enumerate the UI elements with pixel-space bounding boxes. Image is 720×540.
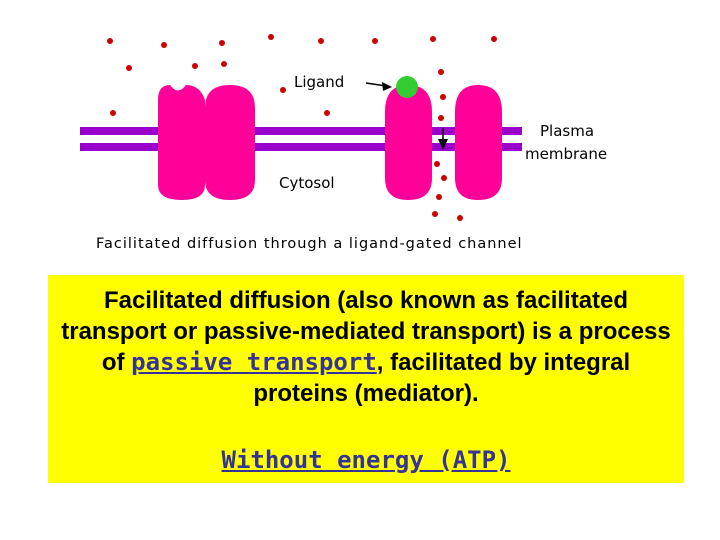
open-channel-left-subunit	[385, 85, 432, 200]
particle	[440, 94, 446, 100]
plasma-membrane-label-line2: membrane	[525, 145, 607, 163]
particle	[432, 211, 438, 217]
open-channel	[385, 85, 502, 200]
particle	[430, 36, 436, 42]
solute-particles	[107, 34, 497, 221]
open-channel-right-subunit	[455, 85, 502, 200]
particle	[268, 34, 274, 40]
plasma-membrane-label-line1: Plasma	[540, 122, 594, 140]
particle	[491, 36, 497, 42]
ligand-molecule	[396, 76, 418, 98]
diagram-caption: Facilitated diffusion through a ligand-g…	[96, 236, 523, 252]
definition-text: Facilitated diffusion (also known as fac…	[56, 285, 676, 409]
passive-transport-link[interactable]: passive transport	[131, 348, 377, 376]
membrane-lower-layer	[80, 143, 522, 151]
particle	[441, 175, 447, 181]
definition-text-part1: Facilitated diffusion (also known as fac…	[61, 287, 671, 376]
without-energy-link[interactable]: Without energy (ATP)	[221, 446, 511, 474]
closed-channel-left-subunit	[158, 85, 205, 200]
membrane-upper-layer	[80, 127, 522, 135]
closed-channel	[158, 85, 255, 200]
particle	[372, 38, 378, 44]
ligand-label: Ligand	[294, 73, 344, 91]
particle	[110, 110, 116, 116]
flow-direction-arrowhead	[438, 139, 448, 150]
particle	[438, 69, 444, 75]
cytosol-label: Cytosol	[279, 174, 335, 192]
ligand-gated-channel-diagram: Ligand Plasma membrane Cytosol Facilitat…	[80, 34, 607, 252]
particle	[161, 42, 167, 48]
particle	[126, 65, 132, 71]
ligand-pointer-arrowhead	[382, 82, 392, 91]
definition-box: Facilitated diffusion (also known as fac…	[48, 275, 684, 483]
particle	[324, 110, 330, 116]
particle	[219, 40, 225, 46]
particle	[107, 38, 113, 44]
particle	[280, 87, 286, 93]
particle	[318, 38, 324, 44]
particle	[221, 61, 227, 67]
particle	[438, 115, 444, 121]
particle	[436, 194, 442, 200]
energy-note: Without energy (ATP)	[48, 445, 684, 476]
particle	[192, 63, 198, 69]
particle	[457, 215, 463, 221]
definition-text-part2: , facilitated by integral proteins (medi…	[253, 349, 631, 407]
particle	[434, 161, 440, 167]
closed-channel-right-subunit	[205, 85, 255, 200]
